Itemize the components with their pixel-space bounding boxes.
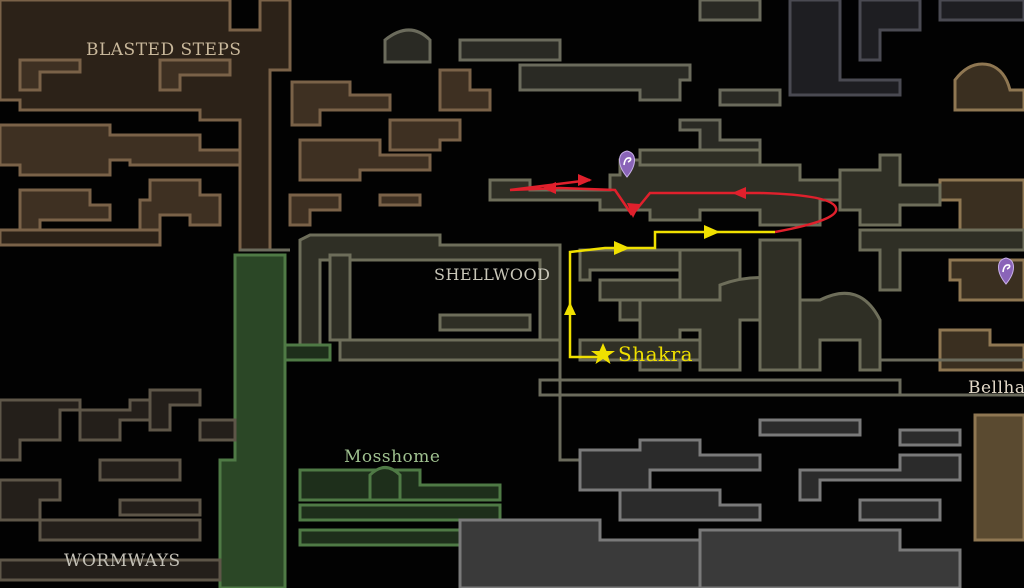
- area-label-wormways: WORMWAYS: [64, 551, 181, 571]
- blasted-steps-region: [0, 0, 492, 252]
- mosshome-region: [218, 253, 502, 588]
- corridors: [240, 248, 1024, 462]
- grey-area-region: [458, 418, 962, 588]
- area-label-shellwood: SHELLWOOD: [434, 265, 551, 284]
- upper-structures: [383, 0, 1024, 152]
- map-pin-icon[interactable]: [619, 150, 635, 178]
- star-icon[interactable]: [591, 343, 615, 364]
- marker-label-shakra: Shakra: [618, 342, 694, 366]
- shellwood-region: [298, 148, 1024, 372]
- area-label-bellhart: Bellhart: [968, 378, 1024, 398]
- red-route: [509, 174, 838, 234]
- area-label-mosshome: Mosshome: [344, 447, 441, 467]
- yellow-route: [564, 225, 775, 359]
- wormways-region: [0, 388, 237, 582]
- area-label-blasted-steps: BLASTED STEPS: [86, 40, 242, 60]
- map-pin-icon[interactable]: [998, 257, 1014, 285]
